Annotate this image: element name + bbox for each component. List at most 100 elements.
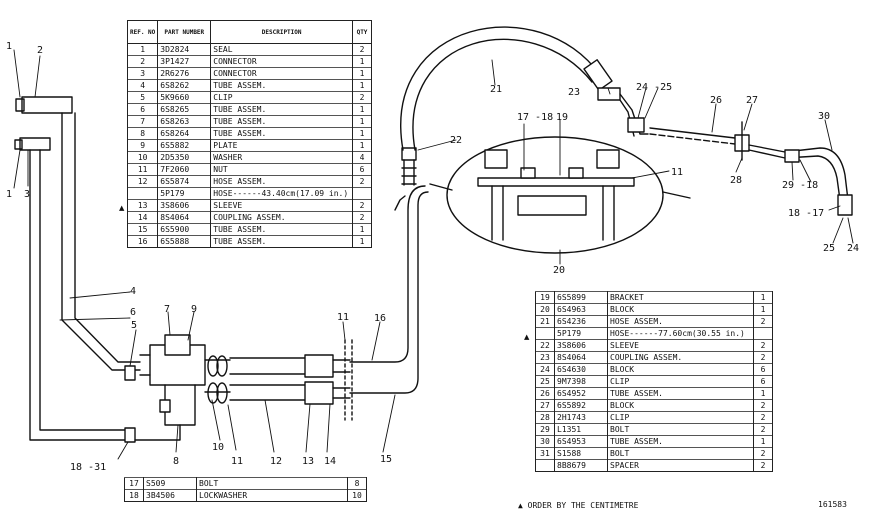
row-description: CLIP — [607, 411, 754, 424]
row-qty: 6 — [352, 163, 372, 176]
callout-8: 8 — [173, 456, 179, 467]
row-description-text: TUBE ASSEM. — [213, 128, 267, 138]
row-description: CLIP — [607, 375, 754, 388]
row-part-number: 6S8262 — [157, 79, 212, 92]
row-description: BOLT — [607, 447, 754, 460]
row-description-text: BOLT — [610, 424, 630, 434]
callout-14: 14 — [324, 456, 336, 467]
row-ref: 25 — [535, 375, 555, 388]
row-part-number: 2H1743 — [554, 411, 608, 424]
block-plate-7-9 — [139, 334, 206, 426]
row-part-number: 6S4963 — [554, 303, 608, 316]
table-row: 5P179 HOSE------43.40cm(17.09 in.) — [126, 187, 372, 200]
row-description-text: CLIP — [213, 92, 233, 102]
row-ref: 28 — [535, 411, 555, 424]
row-description-text: TUBE ASSEM. — [213, 224, 267, 234]
header-description: DESCRIPTION — [210, 20, 353, 44]
row-part-number: 8S4064 — [157, 211, 212, 224]
callout-2: 2 — [37, 45, 43, 56]
row-qty: 2 — [753, 339, 773, 352]
tube-assem-30 — [748, 144, 853, 216]
row-ref: 17 — [124, 477, 144, 490]
header-qty: QTY — [352, 20, 372, 44]
row-ref — [126, 187, 159, 200]
row-description-text: COUPLING ASSEM. — [213, 212, 286, 222]
callout-28: 28 — [730, 175, 742, 186]
callout-26: 26 — [710, 95, 722, 106]
row-description: BRACKET — [607, 291, 754, 304]
footnote-order-by-centimetre: ▲ ORDER BY THE CENTIMETRE — [518, 501, 639, 510]
callout-9: 9 — [191, 304, 197, 315]
row-description-text: CLIP — [610, 376, 630, 386]
row-ref: 31 — [535, 447, 555, 460]
row-qty: 1 — [352, 67, 372, 80]
row-description: TUBE ASSEM. — [210, 235, 353, 248]
row-description-text: TUBE ASSEM. — [610, 436, 663, 446]
row-description: BLOCK — [607, 303, 754, 316]
row-description: TUBE ASSEM. — [210, 103, 353, 116]
row-qty: 8 — [347, 477, 367, 490]
row-qty: 1 — [753, 435, 773, 448]
callout-11b: 11 — [337, 312, 349, 323]
row-description-text: HOSE------43.40cm(17.09 in.) — [213, 188, 349, 198]
row-description-text: TUBE ASSEM. — [213, 104, 267, 114]
callout-15: 15 — [380, 454, 392, 465]
row-description-text: NUT — [213, 164, 228, 174]
row-description: HOSE------43.40cm(17.09 in.) — [210, 187, 353, 200]
row-part-number: S509 — [143, 477, 197, 490]
row-qty: 1 — [352, 55, 372, 68]
callout-23: 23 — [568, 87, 580, 98]
row-description-text: TUBE ASSEM. — [213, 236, 267, 246]
hose-assem-21 — [400, 26, 613, 151]
row-description: TUBE ASSEM. — [607, 435, 754, 448]
callout-13: 13 — [302, 456, 314, 467]
row-description-text: BLOCK — [610, 364, 635, 374]
row-part-number: 3S8606 — [554, 339, 608, 352]
callout-19: 19 — [556, 112, 568, 123]
row-part-number: 6S4953 — [554, 435, 608, 448]
row-description: HOSE------77.60cm(30.55 in.) — [607, 327, 754, 340]
row-qty: 1 — [352, 115, 372, 128]
row-qty: 1 — [352, 79, 372, 92]
row-description-text: BLOCK — [610, 304, 635, 314]
row-ref: 13 — [126, 199, 159, 212]
row-description-text: SEAL — [213, 44, 233, 54]
hose-assem-12 — [204, 354, 351, 405]
row-ref — [535, 459, 555, 472]
row-part-number: 2D5350 — [157, 151, 212, 164]
row-qty: 2 — [753, 423, 773, 436]
row-part-number: 5P179 — [157, 187, 212, 200]
callout-5: 5 — [131, 320, 137, 331]
callout-25: 25 — [823, 243, 835, 254]
row-qty: 2 — [753, 351, 773, 364]
row-qty — [352, 187, 372, 200]
figure-number: 161583 — [818, 500, 847, 509]
table-row: 5P179 HOSE------77.60cm(30.55 in.) — [535, 327, 773, 340]
row-description: HOSE ASSEM. — [210, 175, 353, 188]
callout-11a: 11 — [231, 456, 243, 467]
row-ref: 23 — [535, 351, 555, 364]
row-part-number: 6S4630 — [554, 363, 608, 376]
row-part-number: 6S5882 — [157, 139, 212, 152]
row-qty: 6 — [753, 375, 773, 388]
